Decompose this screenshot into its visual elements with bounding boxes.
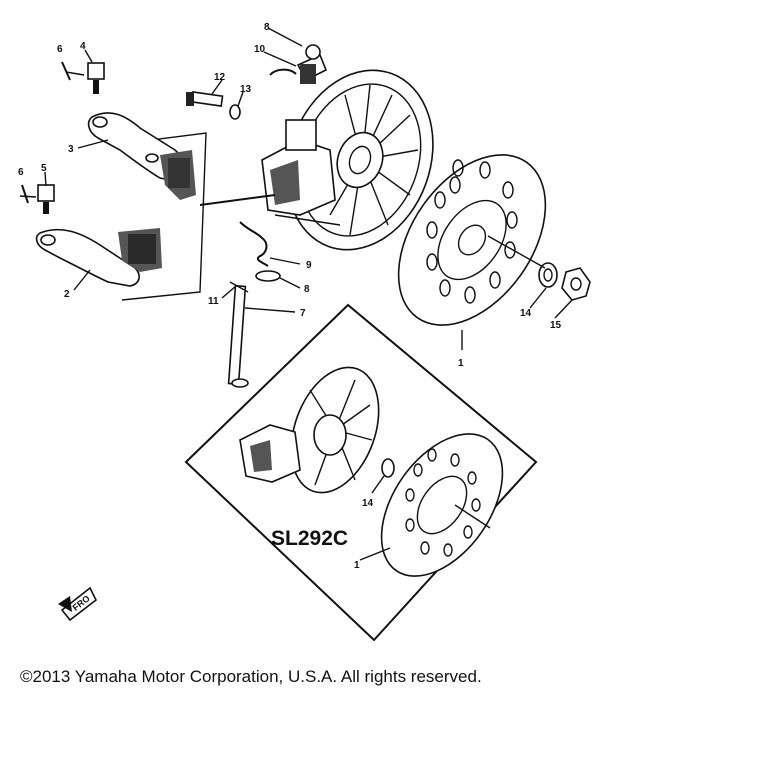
sl292c-inset xyxy=(184,303,538,642)
brake-pad-bracket-group xyxy=(19,61,207,301)
callout-7: 7 xyxy=(300,308,306,319)
callout-3: 3 xyxy=(68,144,74,155)
callout-6a: 6 xyxy=(57,44,63,55)
callout-8a: 8 xyxy=(264,22,270,33)
callout-1b: 1 xyxy=(354,560,360,571)
callout-14b: 14 xyxy=(362,498,374,509)
callout-10: 10 xyxy=(254,44,266,55)
leader-lines xyxy=(44,27,573,561)
callout-12: 12 xyxy=(214,72,226,83)
callout-4: 4 xyxy=(80,41,86,52)
callout-5: 5 xyxy=(41,163,47,174)
callout-6b: 6 xyxy=(18,167,24,178)
inset-model-label: SL292C xyxy=(271,527,348,550)
front-arrow-icon: FRO xyxy=(58,586,98,622)
callout-13: 13 xyxy=(240,84,252,95)
callout-2: 2 xyxy=(64,289,70,300)
callout-numbers: 1 2 3 4 5 6 6 7 8 8 9 10 11 12 13 14 15 … xyxy=(18,22,562,571)
callout-1: 1 xyxy=(458,358,464,369)
callout-15: 15 xyxy=(550,320,562,331)
callout-8b: 8 xyxy=(304,284,310,295)
callout-14a: 14 xyxy=(520,308,532,319)
copyright-notice: ©2013 Yamaha Motor Corporation, U.S.A. A… xyxy=(20,667,482,686)
callout-9: 9 xyxy=(306,260,312,271)
brake-disc xyxy=(397,154,591,326)
callout-11: 11 xyxy=(208,296,219,307)
caliper-pulley-assembly xyxy=(186,44,434,388)
